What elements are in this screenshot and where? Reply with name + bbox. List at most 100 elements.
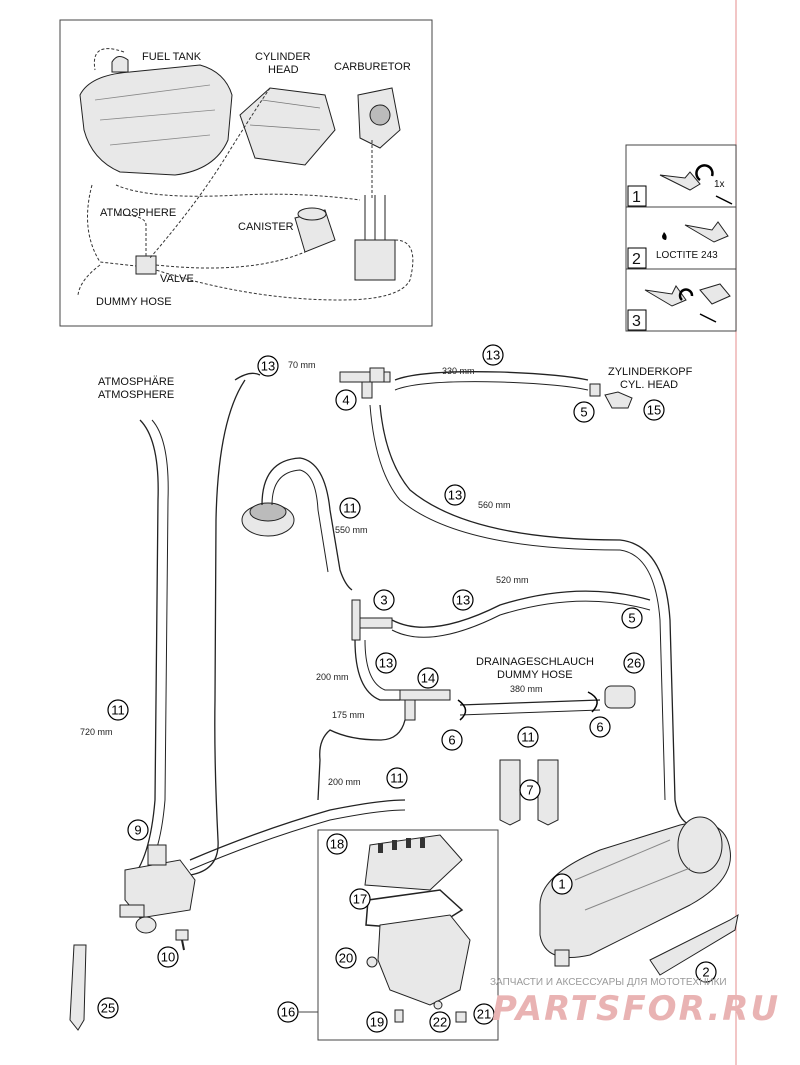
step-3: 3 bbox=[627, 283, 731, 331]
valve-9 bbox=[119, 844, 196, 934]
callout-25: 25 bbox=[97, 997, 119, 1019]
hose-13-left bbox=[189, 379, 246, 876]
dim-175: 175 mm bbox=[332, 710, 365, 720]
svg-text:5: 5 bbox=[580, 405, 587, 420]
label-cyl-head-en: CYL. HEAD bbox=[620, 379, 678, 391]
schematic-label-cylinder: CYLINDER bbox=[255, 51, 311, 63]
connector-15 bbox=[589, 383, 633, 409]
step-2-text: LOCTITE 243 bbox=[656, 250, 718, 261]
callout-13b: 13 bbox=[482, 344, 504, 366]
callout-3: 3 bbox=[373, 589, 395, 611]
float-bowl-drawing bbox=[354, 195, 396, 281]
svg-text:11: 11 bbox=[390, 771, 404, 786]
step-1: 1 1x bbox=[627, 164, 733, 207]
callout-18: 18 bbox=[326, 833, 348, 855]
svg-text:14: 14 bbox=[421, 671, 435, 686]
callout-20: 20 bbox=[335, 947, 357, 969]
dim-720: 720 mm bbox=[80, 727, 113, 737]
callout-13d: 13 bbox=[452, 589, 474, 611]
svg-text:2: 2 bbox=[702, 965, 709, 980]
step-3-number: 3 bbox=[632, 313, 641, 330]
schematic-label-valve: VALVE bbox=[160, 273, 194, 285]
bowl-16 bbox=[377, 914, 471, 1006]
callout-4: 4 bbox=[335, 389, 357, 411]
schematic-label-canister: CANISTER bbox=[238, 221, 294, 233]
callout-11b: 11 bbox=[517, 726, 539, 748]
watermark-line1: ЗАПЧАСТИ И АКСЕССУАРЫ ДЛЯ МОТОТЕХНИКИ bbox=[490, 977, 727, 988]
schematic-label-carburetor: CARBURETOR bbox=[334, 61, 411, 73]
callout-22: 22 bbox=[429, 1011, 451, 1033]
screw-10 bbox=[175, 929, 189, 951]
svg-text:11: 11 bbox=[343, 501, 357, 516]
dim-550: 550 mm bbox=[335, 525, 368, 535]
step-1-text: 1x bbox=[714, 179, 725, 190]
callout-13e: 13 bbox=[375, 652, 397, 674]
float-bowl-group bbox=[317, 829, 499, 1041]
dim-200a: 200 mm bbox=[316, 672, 349, 682]
fuel-cap bbox=[241, 502, 295, 537]
tee-3 bbox=[351, 599, 393, 641]
callout-11a: 11 bbox=[339, 497, 361, 519]
label-atmosphere-en: ATMOSPHERE bbox=[98, 389, 174, 401]
callout-11c: 11 bbox=[107, 699, 129, 721]
watermark-line2: PARTSFOR.RU bbox=[492, 989, 780, 1029]
hose-11-atmosphere bbox=[129, 419, 159, 881]
hose-13-560 bbox=[379, 404, 691, 826]
svg-text:19: 19 bbox=[370, 1015, 384, 1030]
dim-70: 70 mm bbox=[288, 360, 316, 370]
dim-200b: 200 mm bbox=[328, 777, 361, 787]
schematic-label-atmosphere: ATMOSPHERE bbox=[100, 207, 176, 219]
svg-text:25: 25 bbox=[101, 1001, 115, 1016]
svg-text:16: 16 bbox=[281, 1005, 295, 1020]
svg-text:13: 13 bbox=[261, 359, 275, 374]
svg-text:6: 6 bbox=[448, 733, 455, 748]
callout-19: 19 bbox=[366, 1011, 388, 1033]
callout-1: 1 bbox=[551, 873, 573, 895]
svg-text:26: 26 bbox=[627, 656, 641, 671]
callout-5a: 5 bbox=[573, 401, 595, 423]
svg-text:13: 13 bbox=[379, 656, 393, 671]
callout-15: 15 bbox=[643, 399, 665, 421]
svg-text:5: 5 bbox=[628, 611, 635, 626]
label-drain-de: DRAINAGESCHLAUCH bbox=[476, 656, 594, 668]
dim-520: 520 mm bbox=[496, 575, 529, 585]
svg-text:13: 13 bbox=[448, 488, 462, 503]
svg-text:20: 20 bbox=[339, 951, 353, 966]
clamp-6b bbox=[587, 691, 598, 713]
bracket-2 bbox=[649, 913, 739, 976]
hose-11-175 bbox=[317, 719, 406, 801]
callout-5b: 5 bbox=[621, 607, 643, 629]
callout-26: 26 bbox=[623, 652, 645, 674]
hoses bbox=[69, 367, 739, 1031]
dimension-labels: 70 mm 330 mm 560 mm 550 mm 520 mm 200 mm… bbox=[80, 360, 543, 787]
svg-text:13: 13 bbox=[456, 593, 470, 608]
drain-hose-380 bbox=[459, 699, 601, 706]
screw-19 bbox=[394, 1009, 404, 1023]
hose-13-330 bbox=[394, 371, 589, 381]
step-1-number: 1 bbox=[632, 189, 641, 206]
dim-330: 330 mm bbox=[442, 366, 475, 376]
callout-2: 2 bbox=[695, 961, 717, 983]
schematic-hoses bbox=[77, 48, 414, 301]
svg-text:4: 4 bbox=[342, 393, 349, 408]
text-labels: ATMOSPHÄRE ATMOSPHERE ZYLINDERKOPF CYL. … bbox=[98, 366, 693, 681]
hose-13-520 bbox=[391, 590, 651, 628]
svg-text:3: 3 bbox=[380, 593, 387, 608]
valve-drawing bbox=[135, 255, 157, 275]
clamp-6a bbox=[457, 699, 467, 721]
svg-text:18: 18 bbox=[330, 837, 344, 852]
callout-21: 21 bbox=[473, 1003, 495, 1025]
callout-6b: 6 bbox=[589, 716, 611, 738]
watermark: ЗАПЧАСТИ И АКСЕССУАРЫ ДЛЯ МОТОТЕХНИКИ PA… bbox=[490, 977, 780, 1029]
step-2: 2 LOCTITE 243 bbox=[627, 221, 729, 269]
svg-text:11: 11 bbox=[521, 730, 535, 745]
callout-9: 9 bbox=[127, 819, 149, 841]
label-atmosphere-de: ATMOSPHÄRE bbox=[98, 376, 174, 388]
schematic-label-fuel-tank: FUEL TANK bbox=[142, 51, 202, 63]
svg-text:10: 10 bbox=[161, 950, 175, 965]
svg-text:15: 15 bbox=[647, 403, 661, 418]
callout-16: 16 bbox=[277, 1001, 299, 1023]
callout-14: 14 bbox=[417, 667, 439, 689]
callouts: 13 13 4 5 15 13 11 3 13 5 13 26 14 6 11 … bbox=[97, 344, 717, 1033]
